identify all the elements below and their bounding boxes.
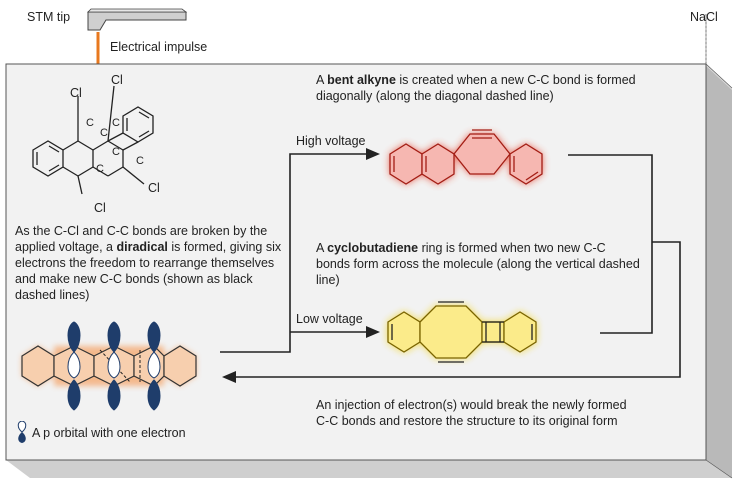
c-label-5: C: [96, 163, 104, 175]
low-voltage-label: Low voltage: [296, 312, 363, 326]
bent-alkyne-description: A bent alkyne is created when a new C-C …: [316, 73, 636, 103]
cl-label-4: Cl: [94, 201, 106, 215]
p-orbital-icon: [17, 421, 27, 443]
p-orbital-legend-label: A p orbital with one electron: [32, 426, 186, 440]
starting-molecule: [32, 85, 154, 195]
bent-alkyne-term: bent alkyne: [327, 73, 396, 87]
cl-label-1: Cl: [70, 86, 82, 100]
cyclobutadiene-term: cyclobutadiene: [327, 241, 419, 255]
cl-label-2: Cl: [111, 73, 123, 87]
c-label-3: C: [100, 127, 108, 139]
bent-alkyne-molecule: [389, 129, 543, 185]
c-label-6: C: [136, 155, 144, 167]
c-label-2: C: [112, 117, 120, 129]
cyclobutadiene-description: A cyclobutadiene ring is formed when two…: [316, 241, 640, 287]
nacl-label: NaCl: [690, 10, 718, 24]
stm-tip-label: STM tip: [27, 10, 71, 24]
cl-label-3: Cl: [148, 181, 160, 195]
c-label-4: C: [112, 146, 120, 158]
electrical-impulse-label: Electrical impulse: [110, 40, 208, 54]
diradical-molecule: [21, 321, 197, 411]
c-label-1: C: [86, 117, 94, 129]
stm-tip-icon: [87, 8, 188, 31]
high-voltage-label: High voltage: [296, 134, 366, 148]
diradical-term: diradical: [116, 240, 168, 254]
diradical-description: As the C-Cl and C-C bonds are broken by …: [15, 224, 282, 302]
injection-description: An injection of electron(s) would break …: [316, 398, 627, 428]
cyclobutadiene-molecule: [387, 301, 537, 363]
